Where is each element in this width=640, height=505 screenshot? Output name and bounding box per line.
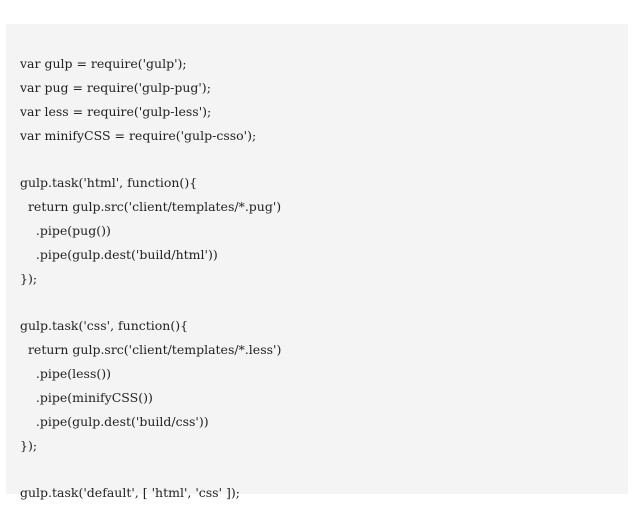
code-line: gulp.task('default', [ 'html', 'css' ]); xyxy=(20,485,240,501)
code-line: var less = require('gulp-less'); xyxy=(20,103,212,119)
code-line: var minifyCSS = require('gulp-csso'); xyxy=(20,127,257,143)
code-line: gulp.task('css', function(){ xyxy=(20,318,189,334)
code-line: }); xyxy=(20,437,38,453)
code-line xyxy=(20,290,620,314)
code-block: var gulp = require('gulp'); var pug = re… xyxy=(6,24,628,500)
code-line: .pipe(gulp.dest('build/html')) xyxy=(20,246,218,262)
code-line: var gulp = require('gulp'); xyxy=(20,56,187,71)
code-line: return gulp.src('client/templates/*.less… xyxy=(20,342,282,358)
code-line xyxy=(20,457,620,481)
code-lines: var gulp = require('gulp'); var pug = re… xyxy=(20,52,620,505)
code-line: return gulp.src('client/templates/*.pug'… xyxy=(20,199,282,215)
code-line: .pipe(pug()) xyxy=(20,222,111,238)
code-line: .pipe(minifyCSS()) xyxy=(20,389,153,405)
code-line: .pipe(gulp.dest('build/css')) xyxy=(20,413,209,429)
code-line: gulp.task('html', function(){ xyxy=(20,175,198,191)
code-line: }); xyxy=(20,270,38,286)
code-line: .pipe(less()) xyxy=(20,365,111,381)
code-line: var pug = require('gulp-pug'); xyxy=(20,79,211,95)
code-line xyxy=(20,147,620,171)
